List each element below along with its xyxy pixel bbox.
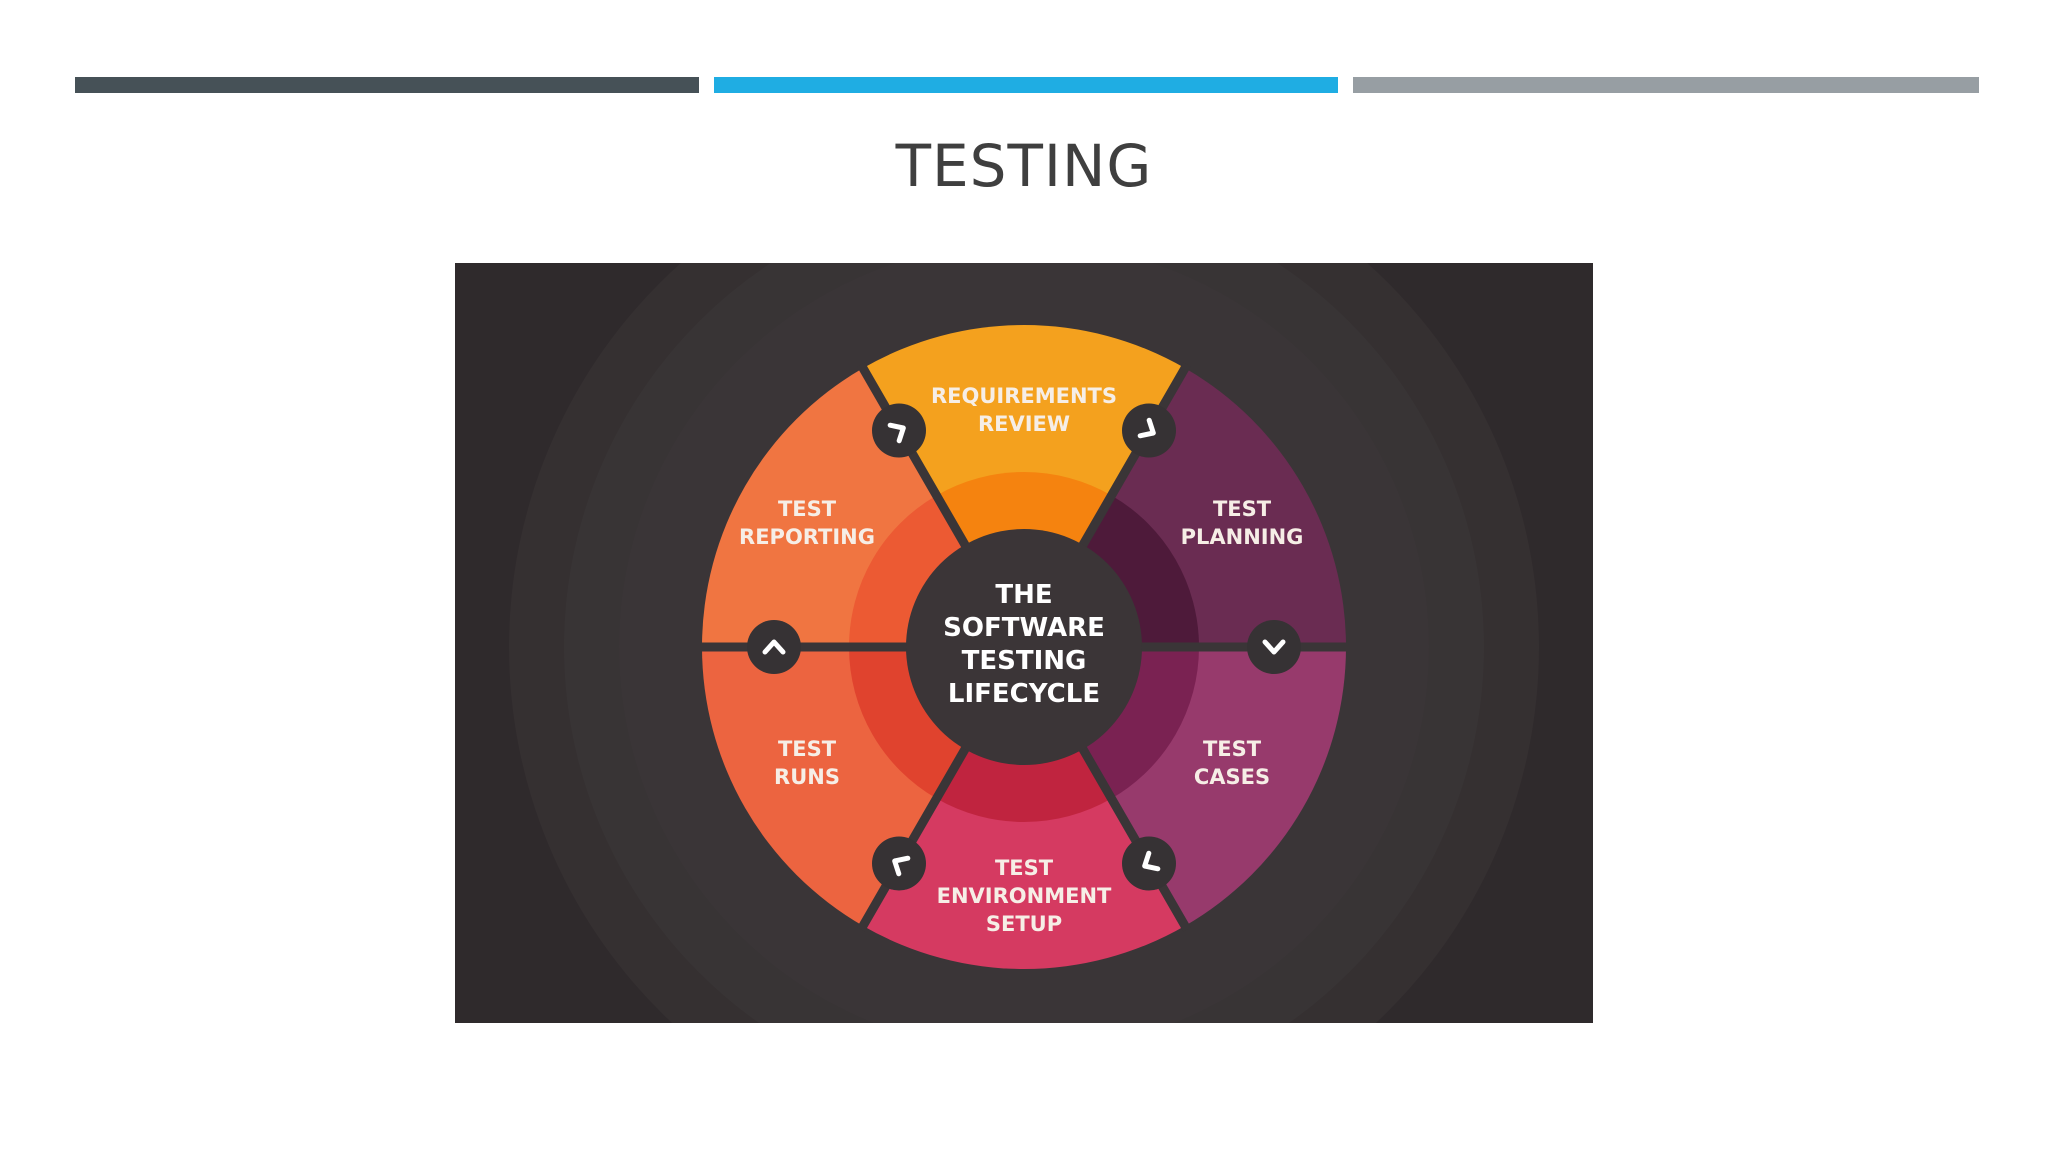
arrow-chevron xyxy=(1137,417,1156,439)
center-label-line-1: THE xyxy=(995,580,1052,610)
chevron-stroke xyxy=(1137,417,1156,439)
chevron-icon xyxy=(872,403,926,458)
center-hub: THE SOFTWARE TESTING LIFECYCLE xyxy=(906,529,1142,765)
segment-test-planning-label: TEST PLANNING xyxy=(1181,497,1304,549)
segment-label-line: REPORTING xyxy=(739,525,875,549)
top-bar-blue xyxy=(714,77,1338,93)
arrow-badge-circle xyxy=(1122,836,1176,891)
chevron-stroke xyxy=(1262,639,1286,655)
segment-label-line: REVIEW xyxy=(978,412,1070,436)
center-label-line-2: SOFTWARE xyxy=(943,613,1105,643)
arrow-badge-circle xyxy=(872,403,926,458)
segment-divider-4 xyxy=(1075,740,1191,932)
top-bar-dark xyxy=(75,77,699,93)
segment-label-line: TEST xyxy=(1203,737,1262,761)
lifecycle-wheel: THE SOFTWARE TESTING LIFECYCLE REQUIREME… xyxy=(509,263,1539,1023)
segment-label-line: CASES xyxy=(1194,765,1270,789)
center-label-line-3: TESTING xyxy=(962,646,1087,676)
segment-dividers xyxy=(698,362,1350,932)
segment-label-line: REQUIREMENTS xyxy=(931,384,1117,408)
arrow-chevron xyxy=(892,855,911,877)
chevron-stroke xyxy=(762,639,786,655)
segment-label-line: TEST xyxy=(778,497,837,521)
segment-label-line: ENVIRONMENT xyxy=(937,884,1112,908)
chevron-stroke xyxy=(1142,850,1161,872)
arrow-chevron xyxy=(1262,639,1286,655)
arrow-badges xyxy=(747,403,1301,891)
chevron-icon xyxy=(1122,836,1176,891)
segment-test-runs-label: TEST RUNS xyxy=(774,737,840,789)
chevron-stroke xyxy=(892,855,911,877)
segment-test-reporting-label: TEST REPORTING xyxy=(739,497,875,549)
segment-test-cases-label: TEST CASES xyxy=(1194,737,1270,789)
segment-test-environment-setup-label: TEST ENVIRONMENT SETUP xyxy=(937,856,1112,936)
segment-label-line: SETUP xyxy=(986,912,1062,936)
chevron-icon xyxy=(872,836,926,891)
slide-title: TESTING xyxy=(895,132,1153,200)
top-bar-gray xyxy=(1353,77,1979,93)
arrow-chevron xyxy=(887,422,906,444)
chevron-down-icon xyxy=(1247,620,1301,674)
center-label-line-4: LIFECYCLE xyxy=(948,679,1100,709)
arrow-badge-circle xyxy=(872,836,926,891)
center-hub-circle xyxy=(906,529,1142,765)
segment-requirements-review-label: REQUIREMENTS REVIEW xyxy=(931,384,1117,436)
segment-label-line: PLANNING xyxy=(1181,525,1304,549)
arrow-badge-circle xyxy=(1122,403,1176,458)
segment-divider-2 xyxy=(1075,362,1191,554)
segment-divider-1 xyxy=(857,362,973,554)
segment-label-line: RUNS xyxy=(774,765,840,789)
chevron-up-icon xyxy=(747,620,801,674)
arrow-badge-circle xyxy=(747,620,801,674)
segment-divider-5 xyxy=(857,740,973,932)
segment-label-line: TEST xyxy=(778,737,837,761)
arrow-chevron xyxy=(1142,850,1161,872)
chevron-icon xyxy=(1122,403,1176,458)
segment-label-line: TEST xyxy=(995,856,1054,880)
chevron-stroke xyxy=(887,422,906,444)
arrow-chevron xyxy=(762,639,786,655)
arrow-badge-circle xyxy=(1247,620,1301,674)
lifecycle-diagram: THE SOFTWARE TESTING LIFECYCLE REQUIREME… xyxy=(455,263,1593,1023)
segment-label-line: TEST xyxy=(1213,497,1272,521)
